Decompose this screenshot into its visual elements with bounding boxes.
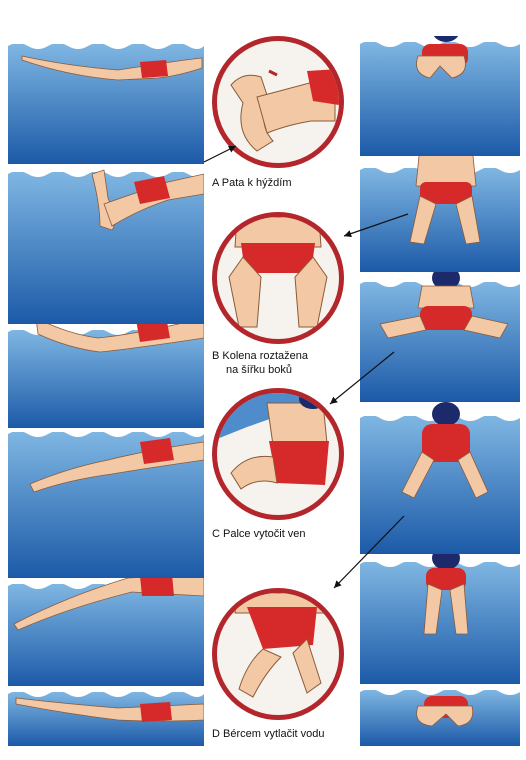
rear-view-frame-2 — [360, 156, 520, 272]
rear-view-frame-3 — [360, 272, 520, 402]
side-view-column — [8, 0, 204, 760]
side-view-frame-6 — [8, 686, 204, 746]
caption-b-line2: na šířku boků — [226, 364, 292, 377]
zoom-circle-a — [212, 36, 344, 168]
zoom-circle-d — [212, 588, 344, 720]
zoom-circle-b — [212, 212, 344, 344]
side-view-frame-1 — [8, 36, 204, 164]
side-view-frame-2 — [8, 164, 204, 324]
side-view-frame-4 — [8, 428, 204, 578]
rear-view-frame-4 — [360, 402, 520, 554]
zoom-circle-c — [212, 388, 344, 520]
side-view-frame-5 — [8, 578, 204, 686]
rear-view-frame-5 — [360, 554, 520, 684]
side-view-frame-3 — [8, 324, 204, 428]
rear-view-frame-1 — [360, 36, 520, 156]
caption-c: C Palce vytočit ven — [212, 528, 306, 541]
caption-b-line1: B Kolena roztažena — [212, 350, 308, 363]
rear-view-column — [360, 0, 520, 760]
rear-view-frame-6 — [360, 684, 520, 746]
caption-a: A Pata k hýždím — [212, 177, 291, 190]
caption-d: D Bércem vytlačit vodu — [212, 728, 324, 741]
